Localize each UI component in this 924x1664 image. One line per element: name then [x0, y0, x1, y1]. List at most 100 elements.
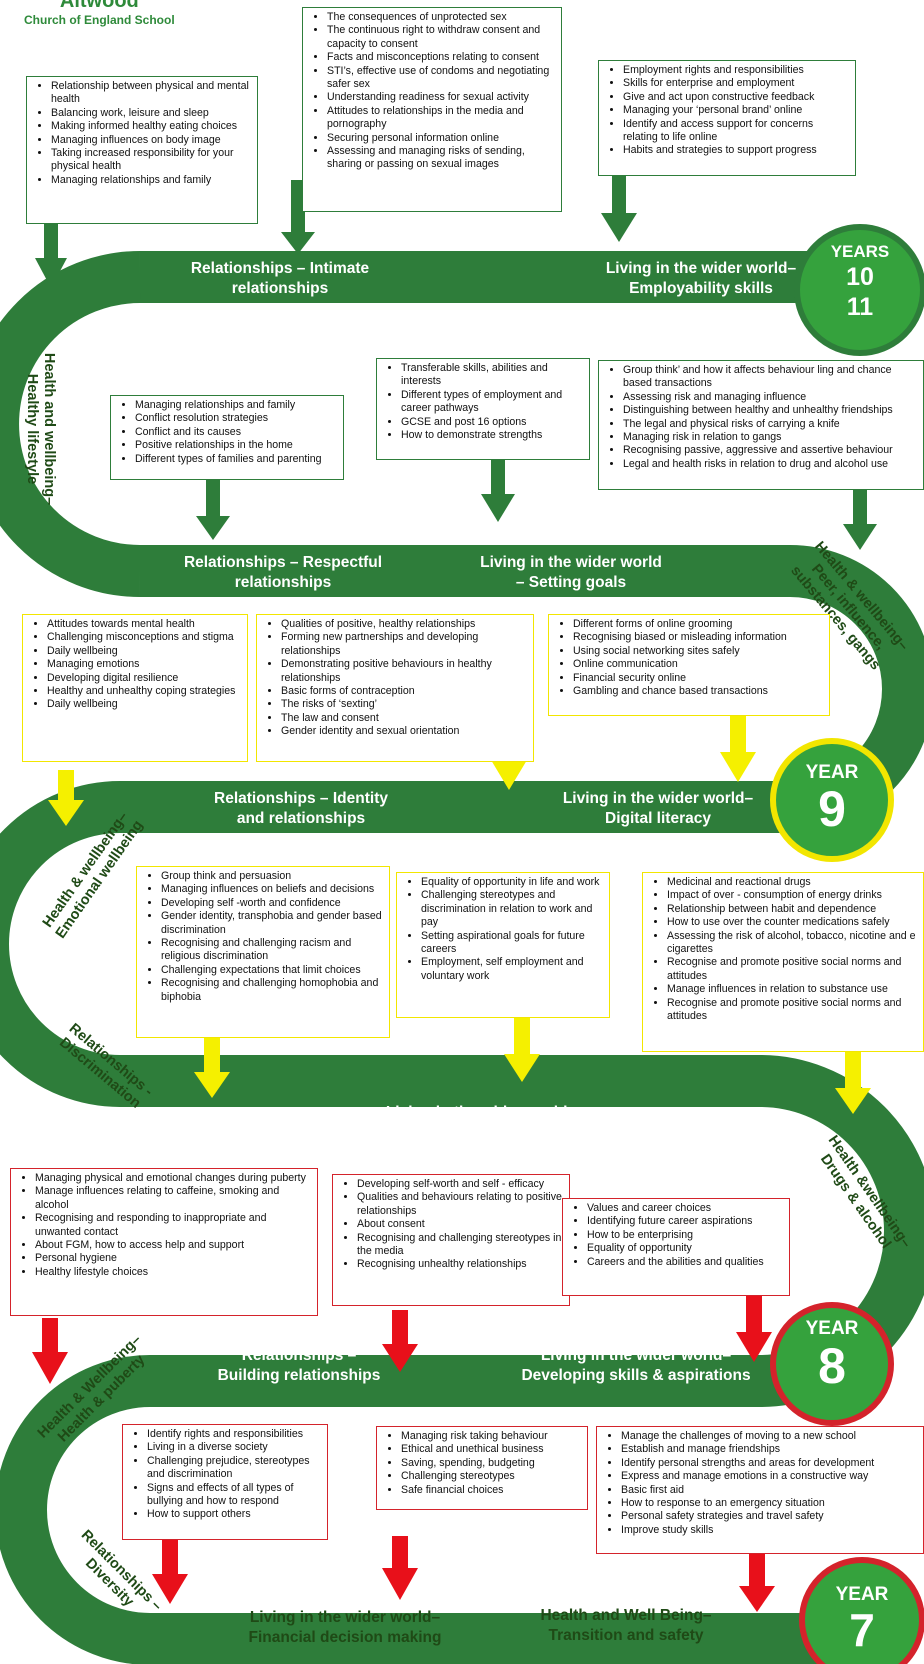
topic-item: Recognising and challenging homophobia a… [161, 977, 383, 1004]
topic-item: Managing risk taking behaviour [401, 1430, 581, 1443]
topic-item: The legal and physical risks of carrying… [623, 418, 917, 431]
label-line: Health and wellbeing– [41, 352, 57, 506]
box-transition-safety: Manage the challenges of moving to a new… [596, 1426, 924, 1554]
topic-item: Recognising and challenging stereotypes … [357, 1232, 563, 1259]
topic-item: Manage influences relating to caffeine, … [35, 1185, 311, 1212]
topic-item: Gender identity, transphobia and gender … [161, 910, 383, 937]
topic-item: Qualities and behaviours relating to pos… [357, 1191, 563, 1218]
topic-item: How to be enterprising [587, 1229, 783, 1242]
topic-item: Financial security online [573, 672, 823, 685]
school-subtitle: Church of England School [24, 13, 175, 27]
topic-item: Values and career choices [587, 1202, 783, 1215]
topic-list: Values and career choicesIdentifying fut… [571, 1202, 783, 1269]
topic-item: Challenging stereotypes and discriminati… [421, 889, 603, 929]
topic-item: Setting aspirational goals for future ca… [421, 930, 603, 957]
box-building-relationships: Developing self-worth and self - efficac… [332, 1174, 570, 1306]
label-healthy-lifestyle: Health and wellbeing– Healthy lifestyle [23, 349, 57, 509]
topic-item: GCSE and post 16 options [401, 416, 583, 429]
topic-item: How to demonstrate strengths [401, 429, 583, 442]
topic-list: Managing risk taking behaviourEthical an… [385, 1430, 581, 1497]
topic-item: Online communication [573, 658, 823, 671]
topic-item: Daily wellbeing [47, 698, 241, 711]
topic-item: Managing emotions [47, 658, 241, 671]
topic-item: Recognising unhealthy relationships [357, 1258, 563, 1271]
topic-list: Group think’ and how it affects behaviou… [607, 364, 917, 471]
box-respectful-relationships: Managing relationships and familyConflic… [110, 395, 344, 480]
box-financial-decisions: Managing risk taking behaviourEthical an… [376, 1426, 588, 1510]
topic-item: Assessing the risk of alcohol, tobacco, … [667, 930, 917, 957]
topic-item: The continuous right to withdraw consent… [327, 24, 555, 51]
topic-item: Recognising and challenging racism and r… [161, 937, 383, 964]
topic-item: Signs and effects of all types of bullyi… [147, 1482, 321, 1509]
topic-item: Recognising passive, aggressive and asse… [623, 444, 917, 457]
topic-item: Recognise and promote positive social no… [667, 956, 917, 983]
label-line: Healthy lifestyle [24, 373, 40, 485]
topic-item: Personal hygiene [35, 1252, 311, 1265]
box-identity-relationships: Qualities of positive, healthy relations… [256, 614, 534, 762]
box-developing-skills: Values and career choicesIdentifying fut… [562, 1198, 790, 1296]
topic-list: Different forms of online groomingRecogn… [557, 618, 823, 698]
topic-list: Identify rights and responsibilitiesLivi… [131, 1428, 321, 1522]
topic-item: Manage influences in relation to substan… [667, 983, 917, 996]
topic-item: Skills for enterprise and employment [623, 77, 849, 90]
topic-item: Gambling and chance based transactions [573, 685, 823, 698]
topic-item: Safe financial choices [401, 1484, 581, 1497]
topic-item: Understanding readiness for sexual activ… [327, 91, 555, 104]
box-digital-literacy: Different forms of online groomingRecogn… [548, 614, 830, 716]
topic-list: Transferable skills, abilities and inter… [385, 362, 583, 442]
topic-item: Healthy lifestyle choices [35, 1266, 311, 1279]
topic-item: Conflict resolution strategies [135, 412, 337, 425]
topic-item: Demonstrating positive behaviours in hea… [281, 658, 527, 685]
school-logo: Altwood Church of England School [24, 0, 175, 27]
topic-item: STI’s, effective use of condoms and nego… [327, 65, 555, 92]
topic-list: Developing self-worth and self - efficac… [341, 1178, 563, 1272]
topic-item: Impact of over - consumption of energy d… [667, 889, 917, 902]
box-employability: Employment rights and responsibilitiesSk… [598, 60, 856, 176]
year-title: YEARS [830, 242, 890, 261]
year-number: 10 [846, 263, 874, 291]
topic-item: Managing your ‘personal brand’ online [623, 104, 849, 117]
topic-item: Relationship between physical and mental… [51, 80, 251, 107]
topic-item: The consequences of unprotected sex [327, 11, 555, 24]
topic-item: Distinguishing between healthy and unhea… [623, 404, 917, 417]
topic-item: Relationship between habit and dependenc… [667, 903, 917, 916]
box-community-careers: Equality of opportunity in life and work… [396, 872, 610, 1018]
topic-item: About consent [357, 1218, 563, 1231]
year-title: YEAR [805, 1318, 859, 1339]
box-emotional-wellbeing: Attitudes towards mental healthChallengi… [22, 614, 248, 762]
topic-item: Different forms of online grooming [573, 618, 823, 631]
topic-item: Manage the challenges of moving to a new… [621, 1430, 917, 1443]
topic-item: Give and act upon constructive feedback [623, 91, 849, 104]
topic-list: Equality of opportunity in life and work… [405, 876, 603, 983]
topic-item: Different types of families and parentin… [135, 453, 337, 466]
topic-item: Assessing and managing risks of sending,… [327, 145, 555, 172]
year-9-badge: YEAR 9 [772, 762, 892, 834]
year-number: 11 [846, 293, 874, 321]
topic-item: Ethical and unethical business [401, 1443, 581, 1456]
topic-item: Healthy and unhealthy coping strategies [47, 685, 241, 698]
topic-item: Managing physical and emotional changes … [35, 1172, 311, 1185]
topic-item: Using social networking sites safely [573, 645, 823, 658]
topic-item: Making informed healthy eating choices [51, 120, 251, 133]
topic-list: Relationship between physical and mental… [35, 80, 251, 187]
topic-item: Challenging stereotypes [401, 1470, 581, 1483]
topic-item: Employment rights and responsibilities [623, 64, 849, 77]
year-title: YEAR [805, 762, 859, 783]
topic-item: Establish and manage friendships [621, 1443, 917, 1456]
topic-item: Express and manage emotions in a constru… [621, 1470, 917, 1483]
topic-item: Challenging misconceptions and stigma [47, 631, 241, 644]
topic-item: Daily wellbeing [47, 645, 241, 658]
label-digital: Living in the wider world– Digital liter… [562, 790, 754, 827]
topic-item: Recognising and responding to inappropri… [35, 1212, 311, 1239]
topic-list: Attitudes towards mental healthChallengi… [31, 618, 241, 712]
year-number: 8 [818, 1338, 846, 1394]
topic-item: About FGM, how to access help and suppor… [35, 1239, 311, 1252]
topic-list: Medicinal and reactional drugsImpact of … [651, 876, 917, 1023]
topic-item: Different types of employment and career… [401, 389, 583, 416]
topic-item: Basic first aid [621, 1484, 917, 1497]
topic-item: The law and consent [281, 712, 527, 725]
box-healthy-lifestyle: Relationship between physical and mental… [26, 76, 258, 224]
topic-item: Developing self-worth and self - efficac… [357, 1178, 563, 1191]
topic-item: Managing relationships and family [135, 399, 337, 412]
